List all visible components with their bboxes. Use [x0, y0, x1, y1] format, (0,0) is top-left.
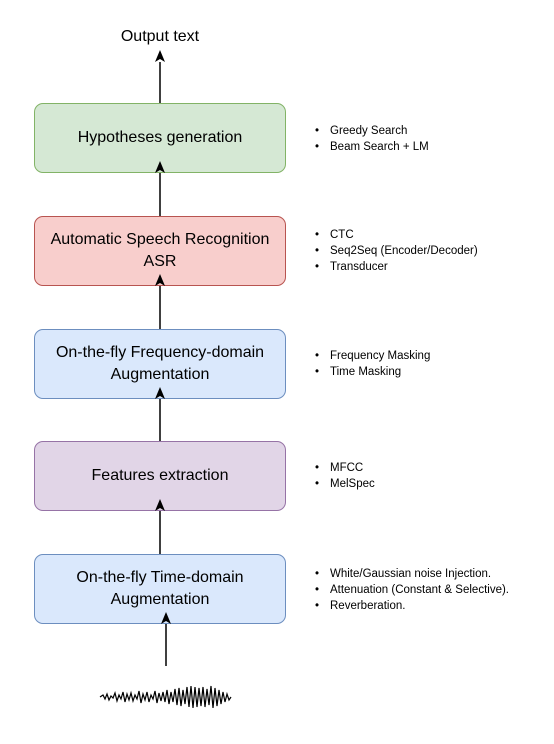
bullet-item: Frequency Masking — [314, 348, 430, 364]
time-augmentation-bullet-list: White/Gaussian noise Injection. Attenuat… — [314, 566, 509, 614]
bullet-item: Attenuation (Constant & Selective). — [314, 582, 509, 598]
bullet-item: MelSpec — [314, 476, 375, 492]
hypotheses-generation-label: Hypotheses generation — [77, 129, 243, 146]
bullet-item: CTC — [314, 227, 478, 243]
hypotheses-bullet-list: Greedy Search Beam Search + LM — [314, 123, 429, 155]
audio-waveform-icon — [99, 685, 232, 709]
bullet-item: Greedy Search — [314, 123, 429, 139]
asr-label-line-1: Automatic Speech Recognition — [50, 231, 270, 248]
bullet-item: MFCC — [314, 460, 375, 476]
bullet-item: Beam Search + LM — [314, 139, 429, 155]
bullet-item: Reverberation. — [314, 598, 509, 614]
frequency-augmentation-bullet-list: Frequency Masking Time Masking — [314, 348, 430, 380]
frequency-augmentation-label-line-1: On-the-fly Frequency-domain — [55, 344, 265, 361]
time-augmentation-label-line-1: On-the-fly Time-domain — [76, 569, 244, 586]
bullet-item: Transducer — [314, 259, 478, 275]
time-augmentation-box: On-the-fly Time-domain Augmentation — [34, 554, 286, 624]
frequency-augmentation-label-line-2: Augmentation — [110, 366, 210, 383]
bullet-item: Time Masking — [314, 364, 430, 380]
asr-bullet-list: CTC Seq2Seq (Encoder/Decoder) Transducer — [314, 227, 478, 275]
output-text-label: Output text — [120, 28, 200, 45]
time-augmentation-label-line-2: Augmentation — [110, 591, 210, 608]
asr-label-line-2: ASR — [143, 253, 177, 270]
features-extraction-label: Features extraction — [91, 467, 229, 484]
bullet-item: White/Gaussian noise Injection. — [314, 566, 509, 582]
bullet-item: Seq2Seq (Encoder/Decoder) — [314, 243, 478, 259]
features-bullet-list: MFCC MelSpec — [314, 460, 375, 492]
